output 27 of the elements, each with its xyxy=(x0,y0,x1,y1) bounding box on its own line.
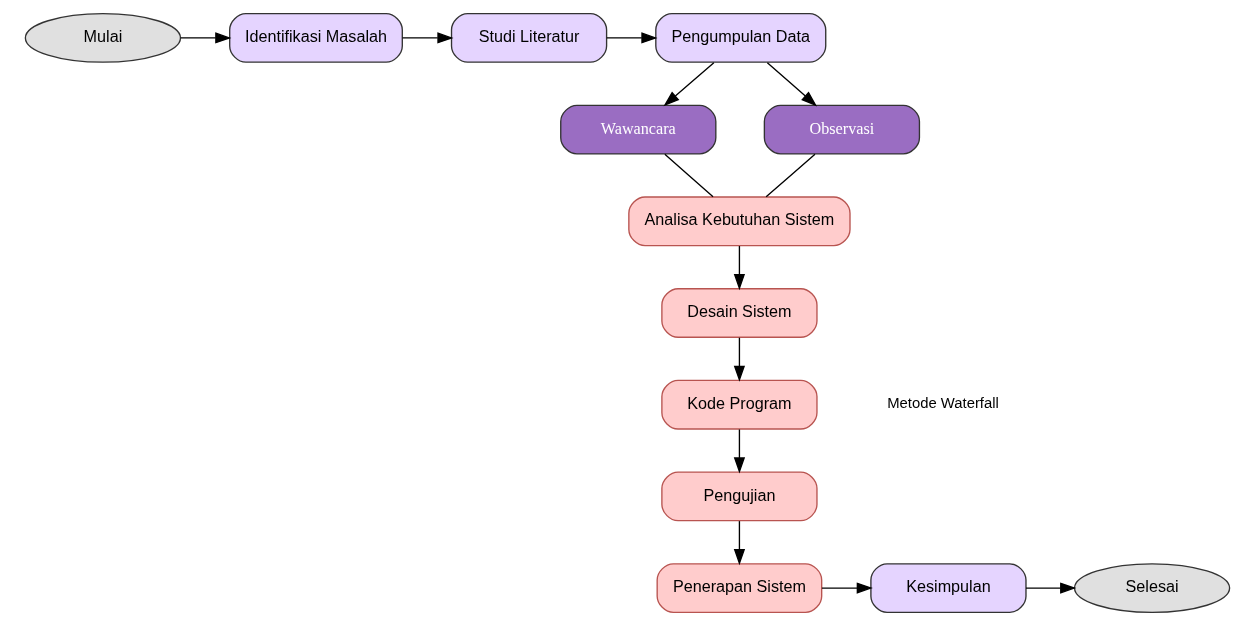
node-box: Wawancara xyxy=(560,104,717,155)
node-ellipse: Mulai xyxy=(24,12,182,63)
node-box: Analisa Kebutuhan Sistem xyxy=(628,196,851,247)
node-box: Kesimpulan xyxy=(870,563,1027,614)
node-box: Desain Sistem xyxy=(661,288,818,338)
node-box: Studi Literatur xyxy=(450,12,608,63)
arrow xyxy=(733,520,746,566)
node-box: Kode Program xyxy=(661,379,818,430)
arrow xyxy=(733,337,746,382)
node-box: Penerapan Sistem xyxy=(656,563,823,614)
node-box: Observasi xyxy=(763,104,921,155)
arrow xyxy=(606,32,658,44)
label: Metode Waterfall xyxy=(887,395,999,412)
arrow xyxy=(1025,582,1077,594)
node-box: Identifikasi Masalah xyxy=(229,12,403,63)
node-box: Pengujian xyxy=(661,471,818,522)
arrow xyxy=(733,245,746,291)
node-box: Pengumpulan Data xyxy=(655,12,827,63)
arrow xyxy=(821,582,873,594)
node-ellipse: Selesai xyxy=(1073,563,1231,614)
connector xyxy=(664,153,714,198)
arrow xyxy=(663,61,715,107)
arrow xyxy=(401,32,454,44)
connector xyxy=(765,153,816,198)
arrow xyxy=(733,428,746,474)
arrow xyxy=(180,32,232,44)
arrow xyxy=(766,61,818,107)
